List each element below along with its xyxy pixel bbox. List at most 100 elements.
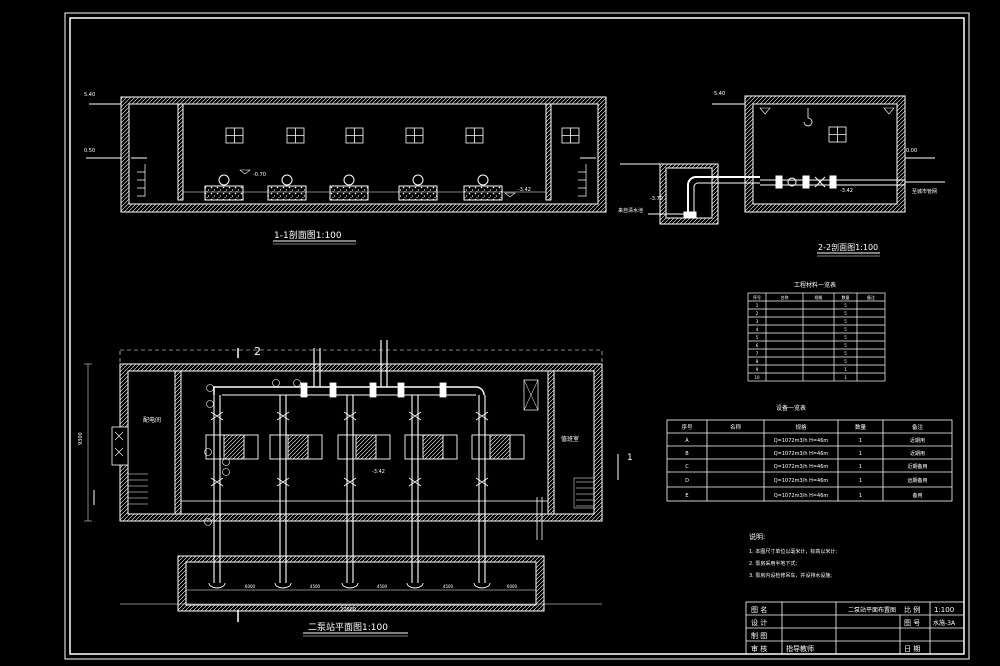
title-block-reviewer: 审 核	[751, 644, 767, 653]
section-2-level-in: -3.70	[650, 196, 663, 202]
plan-level-center: -3.42	[372, 469, 385, 475]
equipment-cell: 远期备用	[907, 477, 927, 484]
plan-dim-segment: 6000	[245, 584, 256, 589]
materials-cell: 5	[844, 351, 847, 356]
title-block-number-label: 图 号	[904, 619, 920, 627]
materials-cell: 4	[756, 327, 759, 332]
plan-dim-total: 27600	[340, 607, 356, 613]
equipment-cell: A	[685, 438, 689, 444]
plan-dim-segment: 4500	[310, 584, 321, 589]
pump-foundations	[204, 174, 503, 201]
inner-frame	[69, 17, 965, 655]
materials-header-cell: 备注	[867, 294, 875, 300]
plan-room-right: 值班室	[561, 435, 579, 443]
equipment-header-cell: 数量	[855, 423, 867, 431]
materials-cell: 5	[844, 319, 847, 324]
materials-header-cell: 数量	[842, 294, 850, 300]
plan-title: 二泵站平面图1:100	[308, 621, 388, 633]
title-block-name-label: 图 名	[751, 605, 767, 614]
plan-view	[84, 340, 619, 622]
equipment-table-cells: 序号 名称 规格 数量 备注 A Q=1072m3/h H=46m 1 近期用 B Q=1072m3…	[681, 423, 927, 499]
equipment-cell: Q=1072m3/h H=46m	[774, 451, 829, 457]
equipment-header-cell: 序号	[681, 423, 693, 431]
title-block-date-label: 日 期	[904, 645, 920, 653]
notes-title: 说明:	[749, 532, 765, 541]
title-block-name: 二泵站平面布置图	[848, 606, 896, 614]
materials-cell: 5	[756, 335, 759, 340]
equipment-cell: 1	[859, 464, 862, 470]
materials-cell: 1	[756, 303, 759, 308]
materials-table	[747, 292, 886, 382]
materials-cell: 9	[756, 367, 759, 372]
equipment-cell: E	[685, 493, 688, 499]
materials-cell: 1	[844, 367, 847, 372]
title-block	[745, 601, 965, 655]
equipment-header-cell: 备注	[912, 423, 924, 431]
materials-header-cell: 名称	[781, 294, 789, 300]
plan-dim-height: 9300	[78, 432, 84, 445]
title-block-designer: 设 计	[751, 618, 767, 627]
section-1-1	[86, 96, 607, 213]
equipment-table-title: 设备一览表	[776, 404, 806, 412]
materials-cell: 6	[756, 343, 759, 348]
materials-cell: 5	[844, 327, 847, 332]
equipment-cell: Q=1072m3/h H=46m	[774, 493, 829, 499]
equipment-cell: Q=1072m3/h H=46m	[774, 478, 829, 484]
plan-dim-segment: 4500	[377, 584, 388, 589]
equipment-cell: 1	[859, 493, 862, 499]
title-block-scale-value: 1:100	[934, 606, 954, 614]
equipment-cell: 近期备用	[907, 463, 927, 470]
title-block-scale-label: 比 例	[904, 605, 920, 614]
materials-cell: 3	[756, 319, 759, 324]
equipment-cell: B	[685, 451, 689, 457]
outer-frame	[64, 12, 970, 660]
materials-cell: 8	[756, 359, 759, 364]
section-2-2	[620, 95, 945, 225]
title-block-drafter: 制 图	[751, 631, 767, 640]
pump-pipes	[213, 395, 486, 583]
valves	[210, 382, 489, 487]
materials-cell: 5	[844, 359, 847, 364]
equipment-cell: 1	[859, 451, 862, 457]
equipment-header-cell: 名称	[730, 423, 742, 431]
materials-cell: 5	[844, 311, 847, 316]
equipment-cell: 1	[859, 478, 862, 484]
plan-section-1-mark: 1	[627, 453, 633, 463]
plan-section-2-mark: 2	[254, 345, 261, 358]
section-1-title: 1-1剖面图1:100	[274, 229, 342, 241]
title-block-supervisor: 指导教师	[786, 644, 814, 653]
equipment-table	[666, 419, 953, 502]
section-2-title: 2-2剖面图1:100	[818, 242, 878, 252]
section-1-level-pipe: -0.70	[253, 172, 266, 178]
equipment-cell: 1	[859, 438, 862, 444]
section-1-level-mid: 0.50	[84, 148, 95, 154]
equipment-cell: 近期用	[910, 437, 925, 444]
callouts	[204, 379, 301, 526]
materials-cell: 2	[756, 311, 759, 316]
section-2-level-out: -3.42	[840, 188, 853, 194]
section-1-level-floor: -3.42	[518, 187, 531, 193]
plan-dim-segment: 4500	[443, 584, 454, 589]
equipment-cell: Q=1072m3/h H=46m	[774, 464, 829, 470]
materials-cell: 1	[844, 375, 847, 380]
equipment-header-cell: 规格	[795, 423, 807, 431]
section-2-level-top: 5.40	[714, 91, 725, 97]
title-block-number-value: 水施-3A	[933, 619, 956, 627]
section-2-label-in: 来自清水池	[618, 207, 643, 214]
notes-item-3: 3. 泵房内设检修吊车，并设排水设施;	[749, 572, 832, 579]
notes-item-2: 2. 泵房采用半地下式;	[749, 560, 797, 567]
materials-cell: 10	[754, 375, 760, 380]
equipment-cell: 近期用	[910, 450, 925, 457]
section-1-windows	[225, 127, 580, 144]
materials-cell: 5	[844, 303, 847, 308]
equipment-cell: Q=1072m3/h H=46m	[774, 438, 829, 444]
equipment-cell: D	[685, 478, 689, 484]
materials-header-cell: 序号	[753, 294, 761, 300]
section-2-label-out: 至城市管网	[912, 188, 937, 195]
equipment-cell: C	[685, 464, 689, 470]
section-1-level-left: 5.40	[84, 92, 95, 98]
materials-header-cell: 规格	[815, 294, 823, 300]
